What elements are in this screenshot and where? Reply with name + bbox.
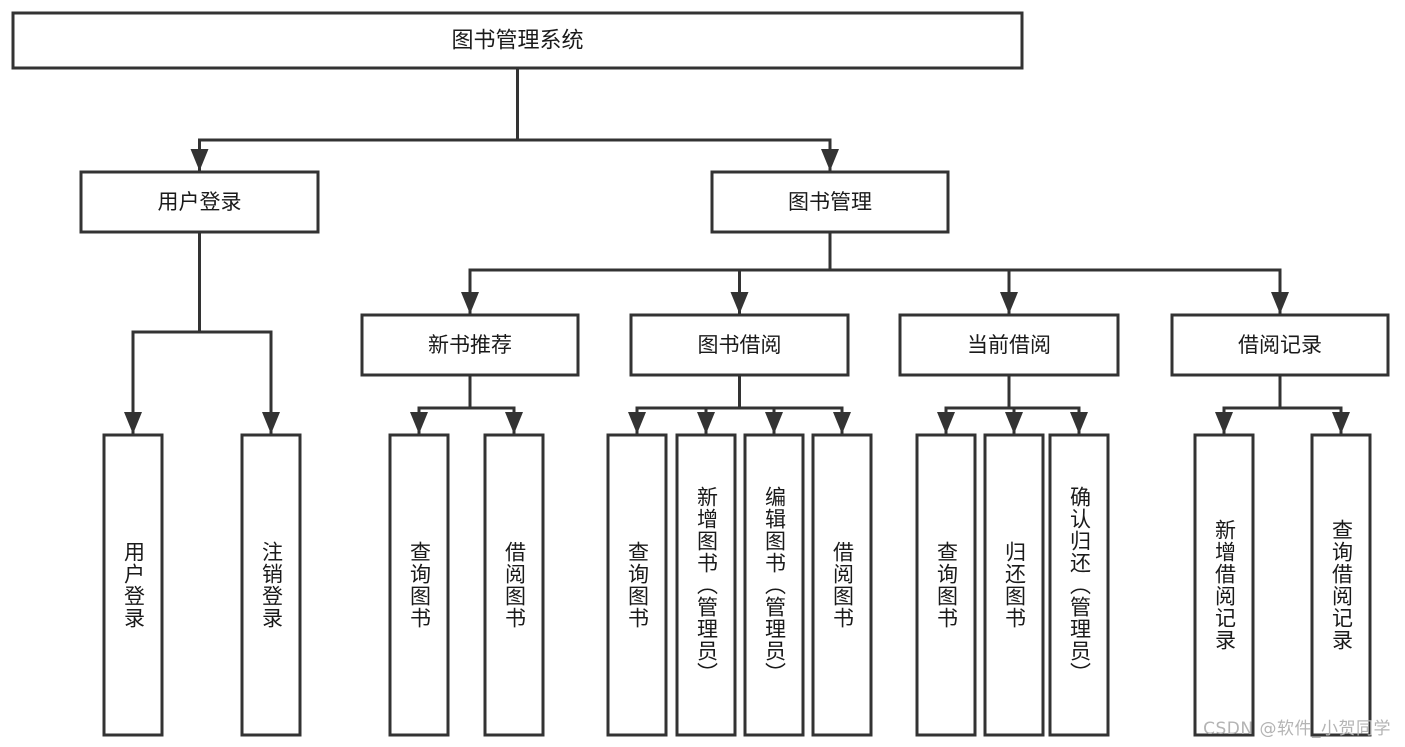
level3-box[interactable]: [629, 313, 850, 377]
level3-node[interactable]: 图书借阅: [629, 313, 850, 377]
level2-box[interactable]: [710, 170, 950, 234]
leaf-box[interactable]: [606, 433, 668, 737]
level2-box[interactable]: [79, 170, 320, 234]
connector-edges: [124, 66, 1350, 435]
leaf-box[interactable]: [1310, 433, 1372, 737]
leaf-box[interactable]: [1048, 433, 1110, 737]
leaf-box[interactable]: [915, 433, 977, 737]
leaf-box[interactable]: [1193, 433, 1255, 737]
leaf-box[interactable]: [240, 433, 302, 737]
root-box[interactable]: [11, 11, 1024, 70]
csdn-watermark: CSDN @软件_小贺同学: [1203, 719, 1391, 739]
level2-node[interactable]: 图书管理: [710, 170, 950, 234]
level2-label: 用户登录: [158, 190, 242, 214]
leaf-box[interactable]: [811, 433, 873, 737]
root-label: 图书管理系统: [451, 29, 583, 54]
level2-node[interactable]: 用户登录: [79, 170, 320, 234]
level3-label: 当前借阅: [967, 333, 1051, 357]
leaf-box[interactable]: [388, 433, 450, 737]
level3-node[interactable]: 借阅记录: [1170, 313, 1390, 377]
level3-node[interactable]: 当前借阅: [898, 313, 1120, 377]
leaf-box[interactable]: [483, 433, 545, 737]
leaf-box[interactable]: [983, 433, 1045, 737]
leaf-box[interactable]: [743, 433, 805, 737]
level3-label: 借阅记录: [1238, 333, 1322, 357]
level3-label: 图书借阅: [698, 333, 782, 357]
level3-label: 新书推荐: [428, 333, 512, 357]
level3-box[interactable]: [898, 313, 1120, 377]
leaf-box[interactable]: [102, 433, 164, 737]
level3-node[interactable]: 新书推荐: [360, 313, 580, 377]
leaf-box[interactable]: [675, 433, 737, 737]
level3-box[interactable]: [1170, 313, 1390, 377]
level2-label: 图书管理: [788, 190, 872, 214]
root-node[interactable]: 图书管理系统: [11, 11, 1024, 70]
level3-box[interactable]: [360, 313, 580, 377]
